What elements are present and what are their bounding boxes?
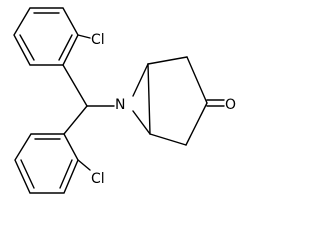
upper-chlorophenyl-ring (13, 7, 91, 66)
lower-chlorophenyl-ring (14, 133, 91, 194)
tropinone-core (132, 56, 225, 146)
oxygen-label: O (225, 97, 236, 113)
chlorine-label-top: Cl (91, 32, 105, 48)
chlorine-label-bottom: Cl (91, 171, 105, 187)
lower-cl-bond (77, 159, 91, 171)
nitrogen-label: N (115, 97, 125, 113)
molecule-drawing: Cl Cl N O (13, 7, 236, 194)
upper-cl-bond (77, 34, 91, 39)
benzhydryl-linker (62, 64, 115, 135)
structure-diagram: Cl Cl N O (13, 7, 237, 194)
